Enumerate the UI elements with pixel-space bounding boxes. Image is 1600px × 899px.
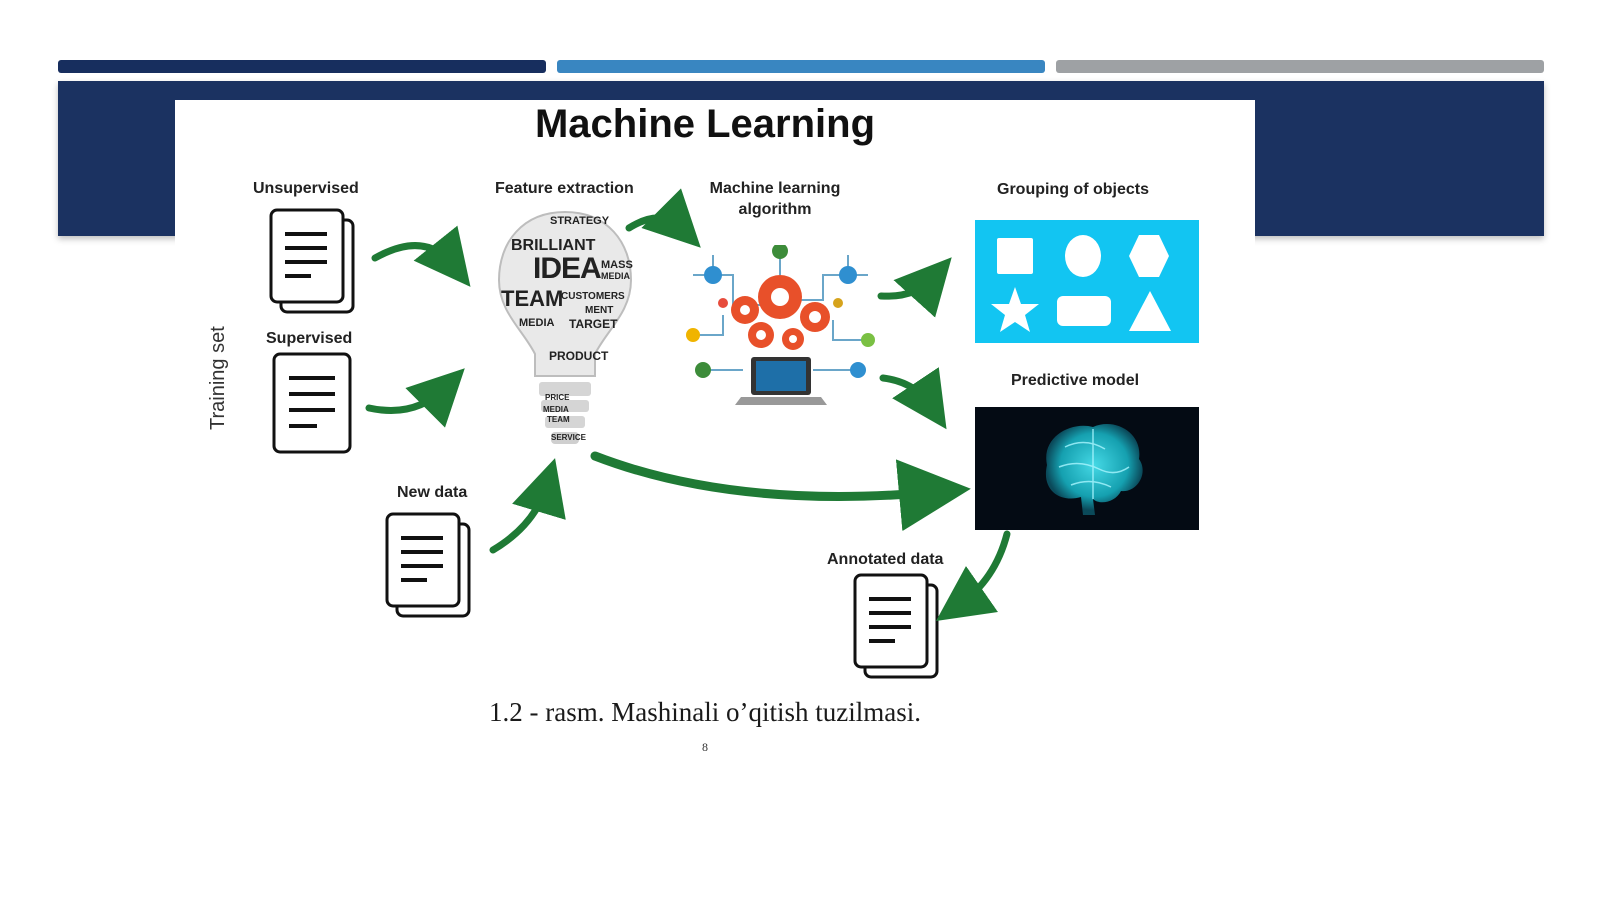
bulb-word: MEDIA [601, 271, 630, 281]
unsupervised-label: Unsupervised [253, 180, 359, 197]
accent-bar-dark [58, 60, 546, 73]
bulb-word: TEAM [547, 415, 570, 424]
figure-title: Machine Learning [534, 102, 876, 146]
new-data-documents-icon [385, 512, 471, 618]
new-data-label: New data [397, 484, 468, 501]
idea-lightbulb-icon: STRATEGY BRILLIANT IDEA MASS MEDIA TEAM … [495, 208, 635, 458]
flow-arrows [365, 188, 1011, 621]
bulb-word: SERVICE [551, 433, 586, 442]
ml-algorithm-label: Machine learning algorithm [695, 180, 855, 219]
accent-bar-blue [557, 60, 1045, 73]
bulb-word: MEDIA [543, 405, 569, 414]
predictive-model-brain-image [975, 407, 1199, 530]
supervised-label: Supervised [266, 330, 353, 347]
ml-algorithm-gears-icon [686, 245, 875, 405]
bulb-word: MASS [601, 259, 633, 271]
bulb-word: PRODUCT [549, 349, 609, 363]
predictive-model-label: Predictive model [1011, 372, 1140, 389]
bulb-word: STRATEGY [550, 215, 610, 227]
page-number: 8 [702, 740, 708, 754]
bulb-word: CUSTOMERS [561, 291, 625, 302]
accent-bar-gray [1056, 60, 1544, 73]
bulb-word: MEDIA [519, 317, 555, 329]
annotated-data-documents-icon [853, 573, 939, 679]
bulb-word: BRILLIANT [511, 237, 596, 254]
bulb-word: TEAM [501, 286, 564, 311]
annotated-data-label: Annotated data [827, 551, 944, 568]
bulb-word: MENT [585, 305, 614, 316]
grouping-label: Grouping of objects [997, 181, 1149, 198]
supervised-document-icon [272, 352, 352, 454]
feature-extraction-label: Feature extraction [495, 180, 634, 197]
bulb-word: TARGET [569, 317, 618, 331]
grouping-of-objects-image [975, 220, 1199, 343]
bulb-word: PRICE [545, 393, 570, 402]
unsupervised-documents-icon [269, 208, 355, 314]
figure-caption: 1.2 - rasm. Mashinali o’qitish tuzilmasi… [489, 697, 921, 727]
ml-algorithm-label-line2: algorithm [738, 201, 812, 218]
ml-algorithm-label-line1: Machine learning [709, 180, 841, 197]
bulb-word: IDEA [533, 252, 602, 285]
ml-diagram-figure: Machine Learning Training set Unsupervis… [175, 100, 1255, 760]
